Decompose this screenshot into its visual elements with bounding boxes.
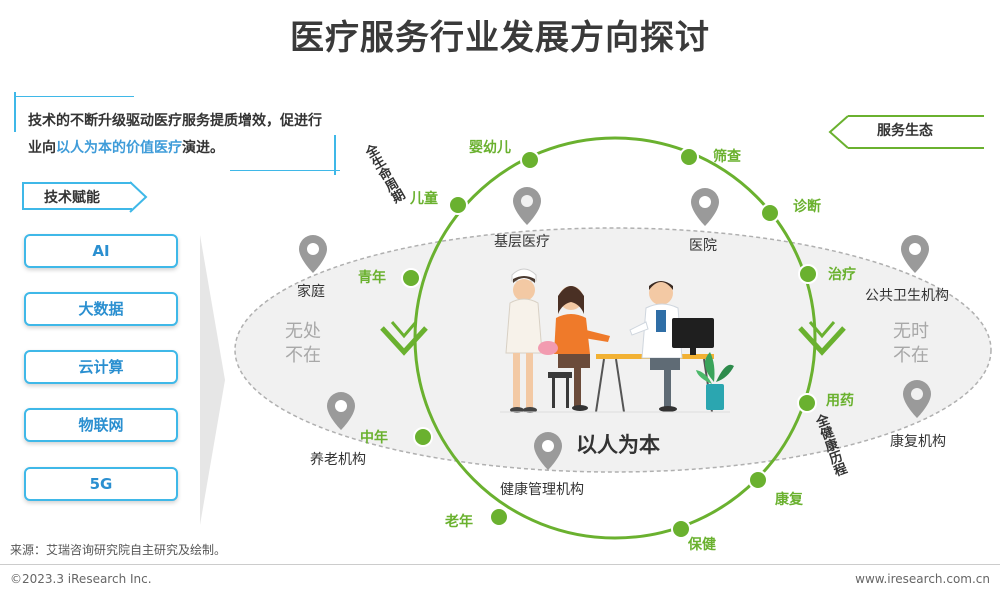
- location-pin-icon: [691, 188, 719, 226]
- location-label-primary-care: 基层医疗: [494, 231, 550, 251]
- people-centered-label: 以人为本: [576, 429, 660, 459]
- stage-dot-treatment: [799, 265, 817, 283]
- ghost-text-always-line2: 不在: [893, 344, 929, 368]
- stage-dot-diagnosis: [761, 204, 779, 222]
- location-label-hospital: 医院: [689, 235, 717, 255]
- location-pin-icon: [513, 187, 541, 225]
- location-label-public-health: 公共卫生机构: [865, 285, 949, 305]
- ghost-text-everywhere-line1: 无处: [285, 320, 321, 344]
- footer-copyright: ©2023.3 iResearch Inc.: [10, 572, 152, 586]
- ghost-text-everywhere: 无处 不在: [285, 320, 321, 368]
- stage-label-elderly: 老年: [445, 511, 473, 531]
- stage-dot-middle-age: [414, 428, 432, 446]
- location-pin-icon: [901, 235, 929, 273]
- ghost-text-everywhere-line2: 不在: [285, 344, 321, 368]
- stage-dot-youth: [402, 269, 420, 287]
- stage-label-youth: 青年: [358, 267, 386, 287]
- stage-label-middle-age: 中年: [360, 427, 388, 447]
- footer-divider: [0, 564, 1000, 565]
- source-note: 来源：艾瑞咨询研究院自主研究及绘制。: [10, 541, 226, 558]
- ghost-text-always-line1: 无时: [893, 320, 929, 344]
- tech-projection-wedge: [200, 235, 225, 525]
- location-pin-icon: [299, 235, 327, 273]
- stage-label-diagnosis: 诊断: [793, 196, 821, 216]
- stage-label-infant: 婴幼儿: [469, 137, 511, 157]
- stage-dot-child: [449, 196, 467, 214]
- stage-label-treatment: 治疗: [828, 264, 856, 284]
- stage-dot-medication: [798, 394, 816, 412]
- stage-label-medication: 用药: [826, 390, 854, 410]
- stage-label-rehab: 康复: [775, 489, 803, 509]
- ghost-text-always: 无时 不在: [893, 320, 929, 368]
- stage-dot-rehab: [749, 471, 767, 489]
- stage-dot-screening: [680, 148, 698, 166]
- location-label-rehab-institution: 康复机构: [890, 431, 946, 451]
- location-label-home: 家庭: [297, 281, 325, 301]
- footer-website: www.iresearch.com.cn: [855, 572, 990, 586]
- location-label-health-management: 健康管理机构: [500, 479, 584, 499]
- location-label-elderly-care: 养老机构: [310, 449, 366, 469]
- stage-label-child: 儿童: [410, 188, 438, 208]
- stage-label-screening: 筛查: [713, 146, 741, 166]
- stage-dot-elderly: [490, 508, 508, 526]
- stage-label-healthcare: 保健: [688, 534, 716, 554]
- stage-dot-infant: [521, 151, 539, 169]
